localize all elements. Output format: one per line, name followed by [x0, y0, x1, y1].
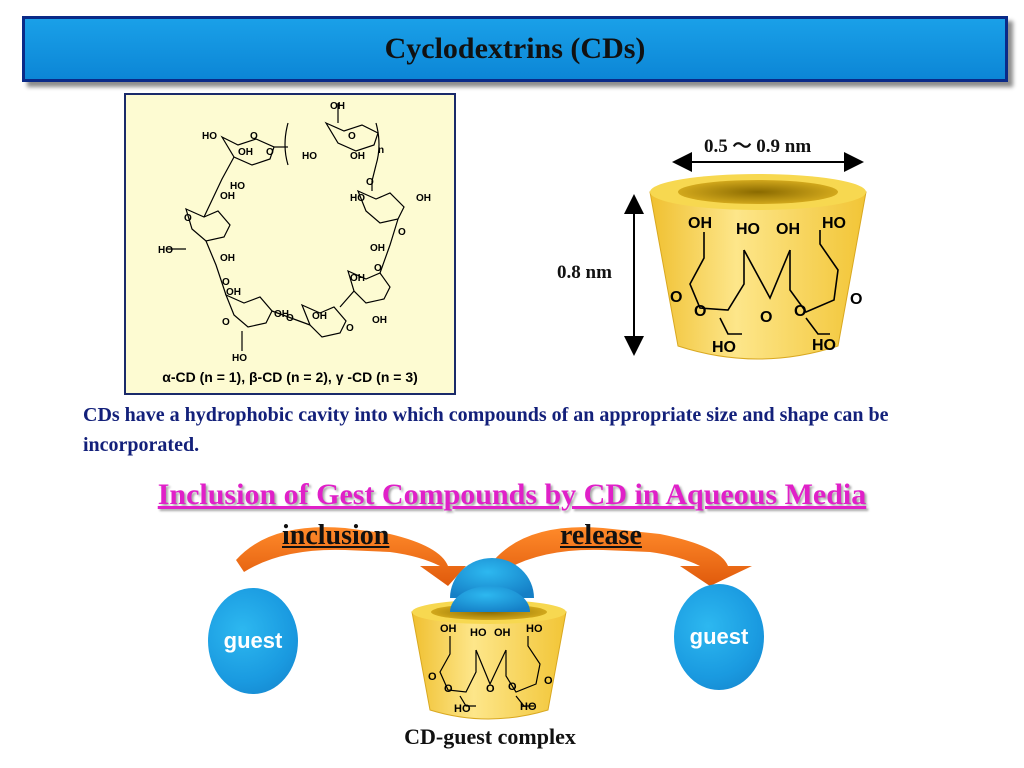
cavity-description: CDs have a hydrophobic cavity into which… [83, 404, 889, 456]
svg-text:O: O [222, 317, 230, 328]
svg-text:O: O [222, 277, 230, 288]
svg-text:O: O [850, 291, 862, 308]
svg-text:O: O [398, 227, 406, 238]
svg-text:O: O [444, 683, 453, 695]
svg-text:O: O [184, 213, 192, 224]
guest-left-label: guest [223, 628, 283, 653]
svg-text:OH: OH [350, 273, 365, 284]
svg-text:OH: OH [274, 309, 289, 320]
svg-text:O: O [544, 675, 553, 687]
inclusion-heading: Inclusion of Gest Compounds by CD in Aqu… [157, 478, 867, 511]
svg-text:HO: HO [230, 181, 245, 192]
svg-text:HO: HO [822, 215, 846, 232]
svg-text:O: O [694, 303, 706, 320]
guest-right-label: guest [689, 624, 749, 649]
svg-text:HO: HO [526, 623, 543, 635]
cd-variants-caption: α-CD (n = 1), β-CD (n = 2), γ -CD (n = 3… [162, 369, 418, 385]
large-cd-cup: OH HO OH HO O O O O O HO HO [649, 174, 867, 360]
complex-label: CD-guest complex [404, 724, 576, 749]
svg-text:O: O [760, 309, 772, 326]
svg-text:O: O [374, 263, 382, 274]
inclusion-label: inclusion [282, 520, 390, 551]
svg-text:O: O [508, 681, 517, 693]
svg-text:HO: HO [302, 151, 317, 162]
svg-text:OH: OH [372, 315, 387, 326]
svg-text:OH: OH [220, 253, 235, 264]
height-label: 0.8 nm [557, 262, 612, 283]
svg-text:HO: HO [232, 353, 247, 364]
release-arrow [494, 527, 752, 586]
svg-text:OH: OH [688, 215, 712, 232]
svg-text:O: O [266, 147, 274, 158]
svg-text:O: O [428, 671, 437, 683]
svg-text:OH: OH [312, 311, 327, 322]
svg-text:O: O [348, 131, 356, 142]
svg-text:OH: OH [370, 243, 385, 254]
svg-text:HO: HO [350, 193, 365, 204]
guest-molecule-right: guest [674, 584, 764, 690]
svg-text:HO: HO [202, 131, 217, 142]
svg-text:OH: OH [226, 287, 241, 298]
svg-text:OH: OH [238, 147, 253, 158]
svg-text:HO: HO [454, 703, 471, 715]
svg-text:O: O [250, 131, 258, 142]
svg-text:HO: HO [736, 221, 760, 238]
svg-text:OH: OH [416, 193, 431, 204]
release-label: release [560, 520, 642, 551]
svg-text:OH: OH [220, 191, 235, 202]
title-bar: Cyclodextrins (CDs) [22, 16, 1008, 82]
svg-text:OH: OH [350, 151, 365, 162]
width-label: 0.5 〜 0.9 nm [704, 136, 811, 157]
svg-text:O: O [346, 323, 354, 334]
svg-text:O: O [670, 289, 682, 306]
cd-guest-complex-cup: OH HO OH HO O O O O O HO HO [411, 558, 567, 720]
cd-structure-panel: OH HO O OH O O HO OH n HO O OH HO OH O O… [124, 93, 456, 395]
svg-text:OH: OH [776, 221, 800, 238]
svg-text:O: O [366, 177, 374, 188]
inclusion-arrow [236, 527, 466, 586]
svg-text:OH: OH [330, 101, 345, 112]
page-title: Cyclodextrins (CDs) [384, 32, 646, 65]
svg-text:O: O [794, 303, 806, 320]
svg-text:OH: OH [494, 627, 511, 639]
svg-text:HO: HO [520, 701, 537, 713]
svg-text:O: O [286, 313, 294, 324]
svg-text:HO: HO [712, 339, 736, 356]
cd-ring-structure: OH HO O OH O O HO OH n HO O OH HO OH O O… [158, 101, 431, 364]
svg-text:HO: HO [470, 627, 487, 639]
svg-text:n: n [378, 145, 384, 156]
svg-text:HO: HO [158, 245, 173, 256]
svg-text:OH: OH [440, 623, 457, 635]
svg-text:O: O [486, 683, 495, 695]
guest-molecule-left: guest [208, 588, 298, 694]
svg-text:HO: HO [812, 337, 836, 354]
